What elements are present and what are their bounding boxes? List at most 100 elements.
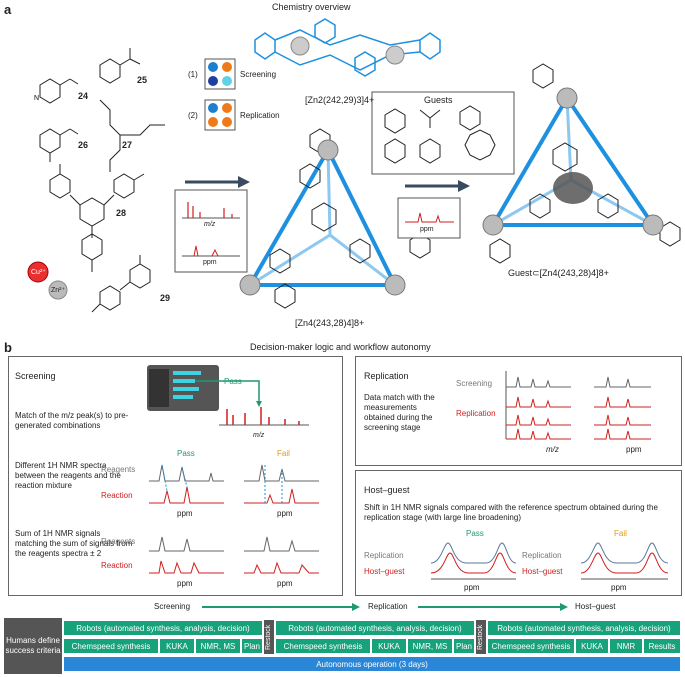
- screening-heading: Screening: [15, 371, 56, 381]
- kuka-2: KUKA: [371, 638, 407, 654]
- hg-replication-label-2: Replication: [522, 551, 562, 560]
- replication-box: Replication Data match with the measurem…: [355, 356, 682, 466]
- chemspeed-synthesis-2: Chemspeed synthesis: [275, 638, 371, 654]
- replication-graphics: [505, 371, 651, 440]
- step-screening-label: Screening: [240, 70, 277, 79]
- tetrahedral-cage-formula: [Zn4(243,28)4]8+: [295, 318, 365, 328]
- panel-a-title: Chemistry overview: [272, 2, 351, 12]
- compound-24-structure: [39, 78, 79, 104]
- helicate-structure: [254, 18, 441, 77]
- zinc-ion-icon: [290, 36, 310, 56]
- host-guest-box: Host–guest Shift in 1H NMR signals compa…: [355, 470, 682, 596]
- compound-25-structure: [99, 48, 141, 84]
- replication-description: Data match with the measurements obtaine…: [364, 393, 435, 432]
- restock-1: Restock: [264, 620, 274, 654]
- replication-trace-label: Replication: [456, 409, 496, 418]
- screening-box: Screening Match of the m/z peak(s) to pr…: [8, 356, 343, 596]
- zinc-ion-icon: [48, 280, 68, 300]
- helicate-formula: [Zn2(242,29)3]4+: [305, 95, 375, 105]
- copper-ion-label: Cu²⁺: [31, 269, 46, 276]
- chemspeed-synthesis-3: Chemspeed synthesis: [487, 638, 575, 654]
- host-guest-cage-structure: [482, 63, 681, 264]
- kuka-3: KUKA: [575, 638, 609, 654]
- reaction-label-2: Reaction: [101, 561, 133, 570]
- copper-ion-icon: [27, 261, 49, 283]
- compound-28-structure: [49, 164, 145, 272]
- ppm-axis-label-2: ppm: [420, 226, 434, 233]
- replication-heading: Replication: [364, 371, 409, 381]
- screening-criterion-3: Sum of 1H NMR signals matching the sum o…: [15, 529, 133, 558]
- host-guest-formula: Guest⊂[Zn4(243,28)4]8+: [508, 268, 609, 278]
- autonomous-operation-bar: Autonomous operation (3 days): [63, 656, 681, 672]
- hg-pass-label: Pass: [466, 529, 484, 538]
- workflow-arrows: [202, 603, 568, 611]
- panel-a-graphic: N: [27, 18, 681, 313]
- hg-ppm-label-2: ppm: [611, 583, 627, 592]
- robots-row-1: Robots (automated synthesis, analysis, d…: [63, 620, 263, 636]
- screening-trace-label: Screening: [456, 379, 493, 388]
- zinc-ion-icon: [385, 45, 405, 65]
- screening-graphics: [147, 365, 319, 574]
- hg-replication-label-1: Replication: [364, 551, 404, 560]
- host-guest-description: Shift in 1H NMR signals compared with th…: [364, 503, 658, 522]
- host-guest-heading: Host–guest: [364, 485, 410, 495]
- fail-label-2: Fail: [277, 449, 290, 458]
- hg-ppm-label-1: ppm: [464, 583, 480, 592]
- mz-axis-label: m/z: [204, 221, 216, 228]
- compound-27-label: 27: [122, 140, 133, 150]
- robots-row-2: Robots (automated synthesis, analysis, d…: [275, 620, 475, 636]
- compound-26-label: 26: [78, 140, 89, 150]
- ppm-label-b3: ppm: [177, 579, 193, 588]
- plan-1: Plan: [241, 638, 263, 654]
- step-replication-label: Replication: [240, 111, 280, 120]
- nmr-ms-1: NMR, MS: [195, 638, 241, 654]
- ppm-axis-label-r: ppm: [626, 445, 642, 454]
- replication-plate-icon: [204, 99, 236, 131]
- restock-2: Restock: [476, 620, 486, 654]
- ppm-label-b1: ppm: [177, 509, 193, 518]
- workflow-stage-replication: Replication: [368, 602, 408, 611]
- ppm-label-b4: ppm: [277, 579, 293, 588]
- screening-criterion-2: Different 1H NMR spectra between the rea…: [15, 461, 121, 490]
- compound-29-structure: [91, 255, 151, 313]
- nmr-ms-2: NMR, MS: [407, 638, 453, 654]
- guest-molecules: [384, 105, 496, 164]
- compound-27-structure: [99, 99, 165, 172]
- zinc-ion-label: Zn²⁺: [51, 287, 66, 294]
- ppm-label-b2: ppm: [277, 509, 293, 518]
- guest-blob-icon: [553, 172, 593, 204]
- reagents-label-2: Reagents: [101, 537, 136, 546]
- guests-title: Guests: [424, 95, 453, 105]
- robots-row-3: Robots (automated synthesis, analysis, d…: [487, 620, 681, 636]
- svg-text:N: N: [34, 95, 39, 102]
- compound-24-label: 24: [78, 91, 89, 101]
- mz-axis-label-b: m/z: [253, 432, 265, 439]
- host-guest-graphics: [430, 542, 669, 580]
- results-3: Results: [643, 638, 681, 654]
- compound-25-label: 25: [137, 75, 148, 85]
- compound-26-structure: [39, 128, 79, 162]
- panel-a-letter: a: [4, 2, 12, 17]
- mz-axis-label-r: m/z: [546, 445, 559, 454]
- chemspeed-synthesis-1: Chemspeed synthesis: [63, 638, 159, 654]
- workflow-stage-host-guest: Host–guest: [575, 602, 616, 611]
- nmr-3: NMR: [609, 638, 643, 654]
- plan-2: Plan: [453, 638, 475, 654]
- panel-b-title: Decision-maker logic and workflow autono…: [250, 342, 431, 352]
- panel-b-letter: b: [4, 340, 12, 355]
- screening-plate-icon: [204, 58, 236, 90]
- hg-fail-label: Fail: [614, 529, 627, 538]
- reagents-label-1: Reagents: [101, 465, 136, 474]
- screening-criterion-1: Match of the m/z peak(s) to pre-generate…: [15, 411, 129, 430]
- workflow-stage-screening: Screening: [154, 602, 191, 611]
- kuka-1: KUKA: [159, 638, 195, 654]
- compound-28-label: 28: [116, 208, 127, 218]
- hg-host-guest-label-1: Host–guest: [364, 567, 405, 576]
- ppm-axis-label: ppm: [203, 259, 217, 266]
- step-2-number: (2): [188, 111, 198, 120]
- compound-29-label: 29: [160, 293, 171, 303]
- step-1-number: (1): [188, 70, 198, 79]
- humans-define-criteria: Humans define success criteria: [4, 618, 62, 674]
- reaction-label-1: Reaction: [101, 491, 133, 500]
- pass-label-2: Pass: [177, 449, 195, 458]
